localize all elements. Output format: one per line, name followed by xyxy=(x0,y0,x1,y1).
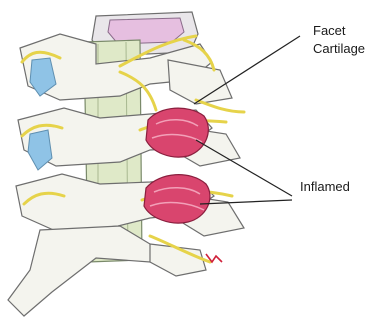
inflamed-leader-upper xyxy=(196,140,292,196)
spinous-process xyxy=(8,226,206,316)
inflamed-label: Inflamed xyxy=(300,178,350,195)
inflamed-facet-upper xyxy=(146,108,208,157)
facet-cartilage-label-line1: Facet xyxy=(313,22,346,39)
facet-cartilage-label-line2: Cartilage xyxy=(313,40,365,57)
inflamed-facet-lower xyxy=(144,175,210,223)
